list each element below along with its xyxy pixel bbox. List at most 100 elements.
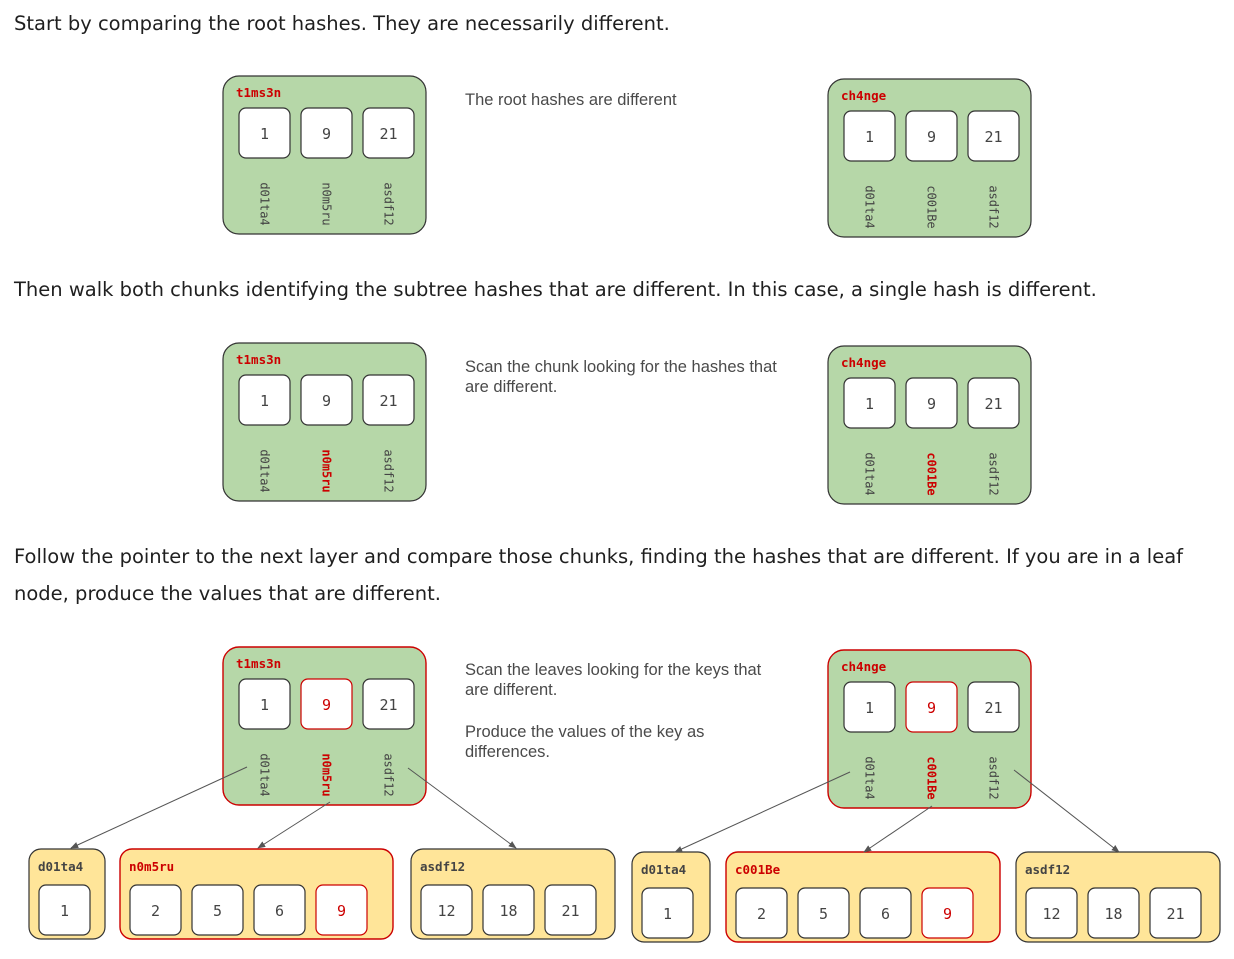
root-left-1-child-hash: n0m5ru [320,182,334,225]
root-left-2-child-hash: asdf12 [382,449,396,492]
pointer-arrow [70,766,248,849]
root-left-1-key-label: 21 [379,125,397,143]
root-right-3-key-box [905,681,958,733]
root-right-1-key-box [967,110,1020,162]
left-asdf12-leaf-key-label: 21 [561,902,579,920]
left-asdf12-leaf-key-box [544,884,597,936]
root-left-2-child-hash: d01ta4 [258,449,272,492]
pointer-arrow [674,771,851,853]
pointer-arrow [407,767,517,849]
root-right-3-child-hash: c001Be [925,756,939,799]
root-right-2-key-box [843,377,896,429]
root-left-2-key-label: 9 [322,392,331,410]
right-c001Be-leaf-key-box [921,887,974,939]
pointer-arrow [257,801,331,849]
right-asdf12-leaf-key-label: 12 [1042,905,1060,923]
right-c001Be-leaf-key-box [797,887,850,939]
right-asdf12-leaf-key-box [1087,887,1140,939]
root-right-3-child-hash: d01ta4 [863,756,877,799]
root-left-1-key-label: 1 [260,125,269,143]
right-d01ta4-leaf-key-label: 1 [663,905,672,923]
root-left-1-key-label: 9 [322,125,331,143]
right-c001Be-leaf-hash-label: c001Be [735,862,781,877]
root-left-2-key-box [238,374,291,426]
left-asdf12-leaf-key-box [482,884,535,936]
root-right-3-key-label: 1 [865,699,874,717]
walk-text: Then walk both chunks identifying the su… [14,278,1097,301]
root-right-2-hash-label: ch4nge [841,355,887,370]
right-c001Be-leaf-key-box [735,887,788,939]
root-left-3-child-hash: asdf12 [382,753,396,796]
root-right-3-key-label: 21 [984,699,1002,717]
root-left-1-key-box [362,107,415,159]
root-right-1-hash-label: ch4nge [841,88,887,103]
left-d01ta4-leaf-key-box [38,884,91,936]
right-c001Be-leaf-key-label: 6 [881,905,890,923]
note-root-different: The root hashes are different [465,91,677,109]
left-n0m5ru-leaf-key-label: 2 [151,902,160,920]
root-left-3-hash-label: t1ms3n [236,656,281,671]
pointer-arrow [863,805,933,853]
left-n0m5ru-leaf-key-box [191,884,244,936]
root-left-2-key-box [362,374,415,426]
right-c001Be-leaf-key-label: 2 [757,905,766,923]
root-left-3-child-hash: d01ta4 [258,753,272,796]
root-right-2-key-box [967,377,1020,429]
left-n0m5ru-leaf-key-box [253,884,306,936]
left-asdf12-leaf-key-label: 12 [437,902,455,920]
left-n0m5ru-leaf-key-label: 6 [275,902,284,920]
left-d01ta4-leaf-hash-label: d01ta4 [38,859,83,874]
right-asdf12-leaf-key-label: 21 [1166,905,1184,923]
root-right-3-hash-label: ch4nge [841,659,887,674]
follow-text: Follow the pointer to the next layer and… [14,545,1184,605]
intro-text: Start by comparing the root hashes. They… [14,12,670,35]
right-d01ta4-leaf-hash-label: d01ta4 [641,862,686,877]
root-right-3-key-box [967,681,1020,733]
root-right-1-child-hash: d01ta4 [863,185,877,228]
root-left-2-key-box [300,374,353,426]
left-asdf12-leaf-key-box [420,884,473,936]
root-right-2-child-hash: asdf12 [987,452,1001,495]
left-asdf12-leaf-key-label: 18 [499,902,517,920]
right-c001Be-leaf-key-label: 9 [943,905,952,923]
root-right-2-key-label: 21 [984,395,1002,413]
root-right-1-key-box [843,110,896,162]
left-n0m5ru-leaf-key-label: 9 [337,902,346,920]
note-produce-values: Produce the values of the key as differe… [465,723,705,761]
root-right-2-key-box [905,377,958,429]
root-left-3-key-box [362,678,415,730]
root-left-2-key-label: 1 [260,392,269,410]
root-right-2-key-label: 9 [927,395,936,413]
right-c001Be-leaf-key-box [859,887,912,939]
root-left-3-key-label: 21 [379,696,397,714]
root-right-1-key-label: 21 [984,128,1002,146]
right-asdf12-leaf-key-label: 18 [1104,905,1122,923]
root-right-3-key-box [843,681,896,733]
left-d01ta4-leaf-key-label: 1 [60,902,69,920]
left-n0m5ru-leaf-key-box [315,884,368,936]
left-n0m5ru-leaf-key-label: 5 [213,902,222,920]
pointer-arrow [1013,769,1120,853]
root-left-3-child-hash: n0m5ru [320,753,334,796]
left-asdf12-leaf-hash-label: asdf12 [420,859,465,874]
root-left-1-child-hash: asdf12 [382,182,396,225]
right-asdf12-leaf-key-box [1149,887,1202,939]
root-left-3-key-label: 9 [322,696,331,714]
root-left-3-key-label: 1 [260,696,269,714]
root-right-3-key-label: 9 [927,699,936,717]
root-right-2-key-label: 1 [865,395,874,413]
root-right-1-child-hash: asdf12 [987,185,1001,228]
root-left-1-child-hash: d01ta4 [258,182,272,225]
root-left-3-key-box [300,678,353,730]
root-left-3-key-box [238,678,291,730]
root-right-2-child-hash: d01ta4 [863,452,877,495]
root-left-2-key-label: 21 [379,392,397,410]
root-right-1-key-label: 9 [927,128,936,146]
root-left-1-hash-label: t1ms3n [236,85,281,100]
root-left-1-key-box [238,107,291,159]
root-right-3-child-hash: asdf12 [987,756,1001,799]
root-right-2-child-hash: c001Be [925,452,939,495]
right-c001Be-leaf-key-label: 5 [819,905,828,923]
right-d01ta4-leaf-key-box [641,887,694,939]
root-right-1-child-hash: c001Be [925,185,939,228]
